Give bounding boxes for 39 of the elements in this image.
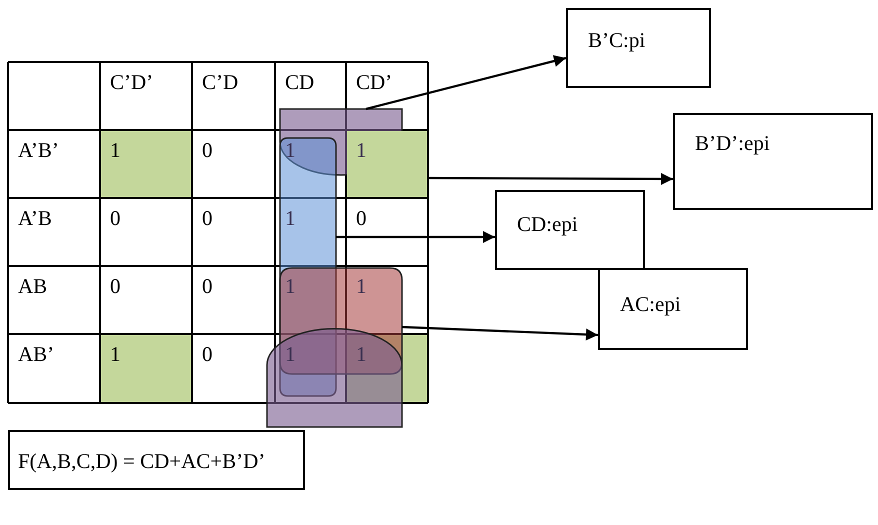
cell-value: 1 — [285, 138, 296, 162]
cell-value: 1 — [356, 138, 366, 162]
cell-value: 1 — [285, 342, 296, 366]
cell-value: 1 — [356, 274, 366, 298]
column-header: C’D — [202, 70, 238, 94]
arrow — [428, 172, 673, 185]
term-label: AC:epi — [620, 292, 681, 316]
formula-box — [8, 430, 305, 490]
label-box — [598, 268, 748, 350]
cell-value: 0 — [110, 206, 120, 230]
shaded-cell — [347, 131, 427, 197]
cell-value: 1 — [356, 342, 366, 366]
cell-value: 1 — [285, 274, 296, 298]
formula-text: F(A,B,C,D) = CD+AC+B’D’ — [18, 449, 266, 473]
column-header: CD’ — [356, 70, 392, 94]
row-header: AB’ — [18, 342, 54, 366]
term-label: B’D’:epi — [695, 131, 770, 155]
arrow — [336, 231, 495, 243]
cell-value: 0 — [202, 138, 212, 162]
cell-value: 0 — [202, 342, 212, 366]
cell-value: 1 — [285, 206, 296, 230]
arrow — [402, 326, 598, 340]
cell-value: 0 — [110, 274, 120, 298]
cell-value: 1 — [110, 138, 120, 162]
column-header: CD — [285, 70, 314, 94]
label-box — [566, 8, 711, 88]
term-label: B’C:pi — [588, 28, 646, 52]
cell-value: 1 — [110, 342, 120, 366]
column-header: C’D’ — [110, 70, 154, 94]
term-label: CD:epi — [517, 212, 578, 236]
row-header: AB — [18, 274, 48, 298]
cell-value: 0 — [202, 206, 212, 230]
cell-value: 0 — [356, 206, 366, 230]
arrow — [366, 55, 566, 110]
cell-value: 0 — [202, 274, 212, 298]
row-header: A’B’ — [18, 138, 59, 162]
row-header: A’B — [18, 206, 52, 230]
label-box — [673, 113, 873, 210]
label-box — [495, 190, 645, 270]
